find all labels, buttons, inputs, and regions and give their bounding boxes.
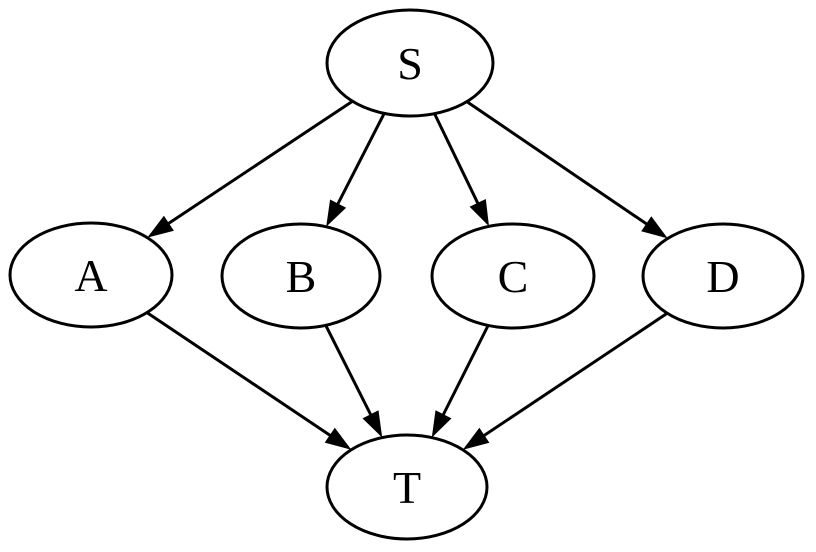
node-B-label: B <box>286 251 317 302</box>
node-A: A <box>8 221 174 329</box>
arrowhead-A-T <box>324 427 352 450</box>
arrowhead-S-B <box>326 199 347 227</box>
node-A-ellipse <box>8 221 174 329</box>
node-S: S <box>325 8 495 118</box>
node-B-ellipse <box>220 222 382 330</box>
arrowhead-S-D <box>641 216 668 239</box>
edge-S-A <box>149 99 354 237</box>
node-D-label: D <box>706 251 739 302</box>
edge-D-T <box>465 312 669 449</box>
node-C-ellipse <box>430 222 596 330</box>
node-C: C <box>430 222 596 330</box>
edge-S-D <box>465 100 666 238</box>
arrowhead-C-T <box>431 410 452 438</box>
node-D-ellipse <box>641 222 805 330</box>
node-T-label: T <box>393 462 421 513</box>
arrowhead-B-T <box>362 410 383 438</box>
node-D: D <box>641 222 805 330</box>
node-T-ellipse <box>325 433 489 541</box>
node-C-label: C <box>498 251 529 302</box>
node-S-label: S <box>397 38 423 89</box>
arrowhead-S-C <box>469 199 489 227</box>
arrowhead-D-T <box>462 427 490 450</box>
node-A-label: A <box>74 250 107 301</box>
node-B: B <box>220 222 382 330</box>
edge-A-T <box>146 311 349 449</box>
arrowhead-S-A <box>147 215 174 238</box>
node-T: T <box>325 433 489 541</box>
node-S-ellipse <box>325 8 495 118</box>
